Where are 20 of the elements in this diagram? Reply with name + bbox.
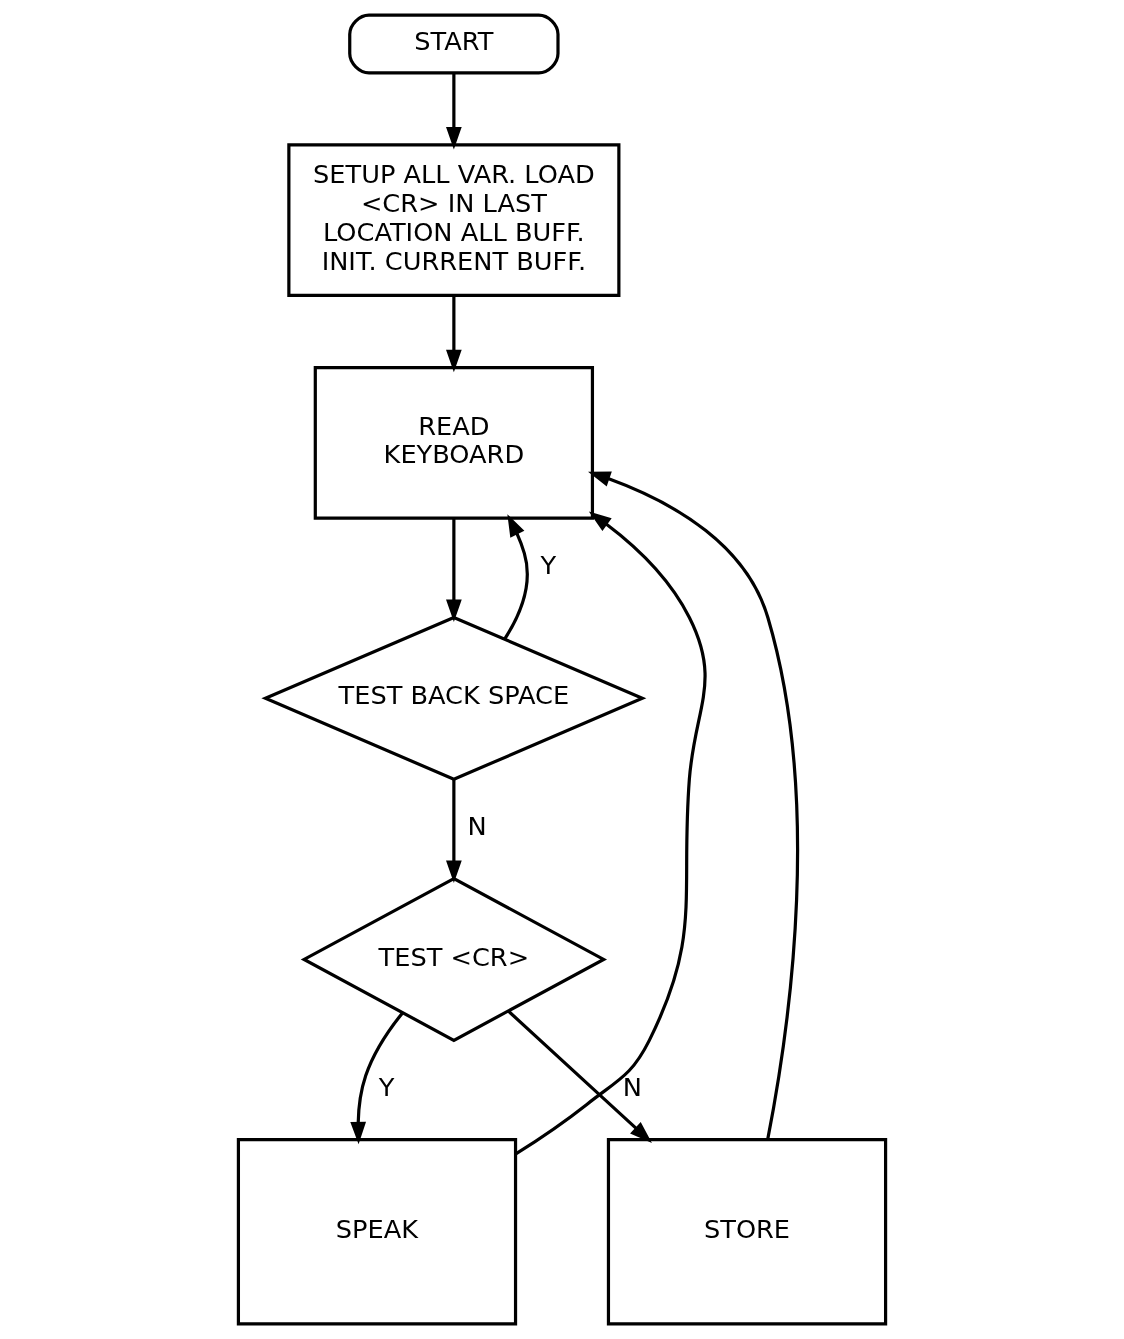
edge-label: Y <box>540 549 557 580</box>
edge-label: N <box>467 810 487 841</box>
edge-label: N <box>622 1072 643 1103</box>
node-box: READ KEYBOARD <box>313 365 595 520</box>
edge-label: Y <box>378 1072 395 1103</box>
arrow <box>350 1012 404 1145</box>
arrow <box>446 779 462 883</box>
arrow <box>507 1009 652 1143</box>
node-diamond: TEST BACK SPACE <box>261 615 647 781</box>
node-diamond: TEST <CR> <box>300 876 607 1043</box>
arrow <box>514 511 707 1156</box>
arrow <box>446 518 462 623</box>
node-box: SETUP ALL VAR. LOAD <CR> IN LAST LOCATION ALL BUFF. INIT. CURRENT BUFF. <box>287 143 621 298</box>
arrow <box>588 471 800 1140</box>
arrow <box>446 295 462 373</box>
node-box: START <box>348 13 560 75</box>
node-box: SPEAK <box>236 1138 518 1326</box>
node-box: STORE <box>606 1138 888 1326</box>
arrow <box>503 514 529 640</box>
arrow <box>446 73 462 150</box>
